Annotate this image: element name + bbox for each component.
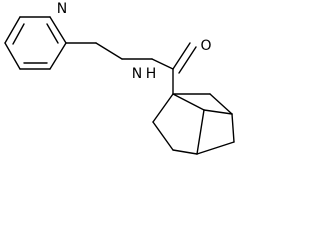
carbonyl-double-bond — [178, 46, 197, 74]
carbonyl-oxygen-label: O — [200, 38, 211, 54]
bicyclic-bridge-bond — [196, 109, 205, 155]
pyridine-double-bond — [12, 23, 25, 45]
amide-hydrogen-label: H — [146, 66, 157, 82]
pyridine-bond — [49, 16, 67, 44]
bicyclic-bond — [209, 93, 233, 115]
pyridine-bond — [4, 16, 21, 44]
amide-c-bond — [151, 58, 174, 70]
bicyclic-bridge-bond — [203, 109, 233, 115]
pyridine-double-bond — [46, 23, 59, 44]
bicyclic-bond — [196, 141, 235, 155]
pyridine-nitrogen-mask — [56, 2, 70, 16]
amide-nitrogen-label: N — [132, 66, 142, 82]
bicyclic-bond — [172, 149, 198, 155]
bicyclic-bridge-bond — [172, 93, 205, 111]
bicyclic-bond — [152, 121, 174, 151]
pyridine-nitrogen-label: N — [57, 1, 67, 17]
carbonyl-double-bond — [172, 42, 191, 70]
pyridine-bond — [49, 42, 67, 70]
amide-nitrogen-mask — [130, 63, 158, 81]
methylene-bond — [95, 42, 123, 60]
bicyclic-bond — [152, 93, 174, 123]
carbonyl-oxygen-mask — [198, 38, 214, 54]
bicyclic-bond — [231, 113, 235, 143]
molecule-structure: N N H O — [4, 1, 235, 155]
pyridine-bond — [4, 42, 21, 70]
